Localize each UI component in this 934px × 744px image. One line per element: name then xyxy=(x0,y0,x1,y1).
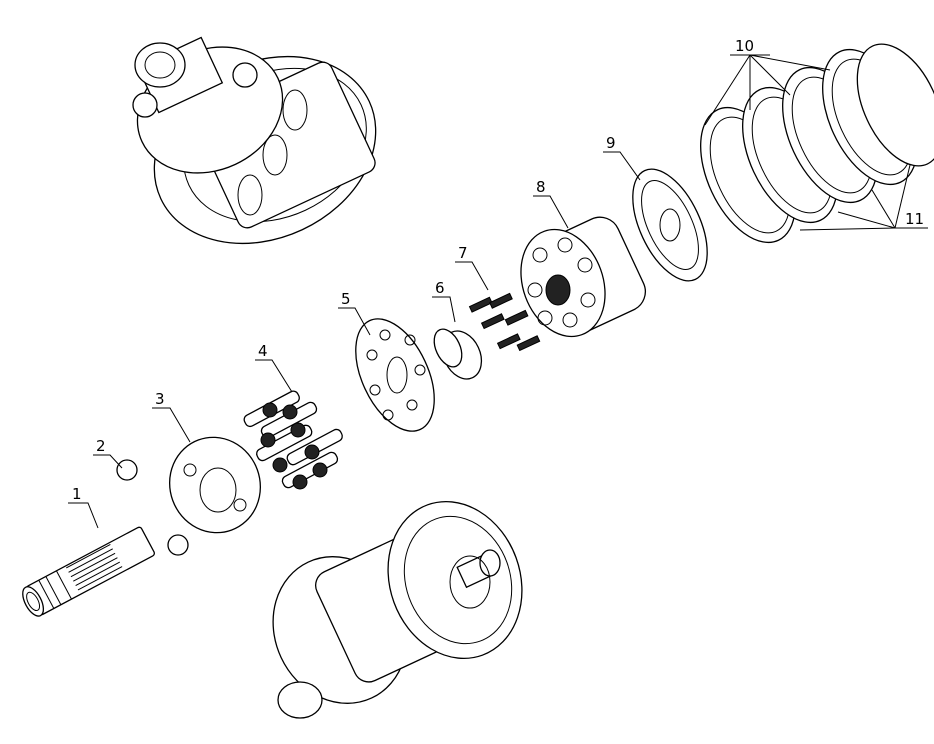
part-2-ball xyxy=(167,534,189,556)
callout-label-7: 7 xyxy=(458,244,468,262)
callout-label-4: 4 xyxy=(258,342,268,360)
parts-10-11-friction-plates xyxy=(700,43,934,244)
assembled-motor-bottom xyxy=(272,500,523,719)
callout-label-3: 3 xyxy=(155,390,165,408)
callout-label-6: 6 xyxy=(435,279,445,297)
part-4-pistons xyxy=(243,390,343,490)
callout-label-8: 8 xyxy=(536,178,546,196)
part-1-shaft xyxy=(22,526,155,617)
callout-label-10: 10 xyxy=(735,37,755,55)
part-3-plate xyxy=(168,436,262,534)
part-5-retainer-plate xyxy=(355,318,435,432)
part-9-valve-plate xyxy=(632,168,708,282)
part-7-springs xyxy=(468,292,541,352)
part-2-ball xyxy=(116,459,138,481)
callout-label-9: 9 xyxy=(606,134,616,152)
part-6-ball-guide xyxy=(433,328,483,380)
callout-label-11: 11 xyxy=(905,210,925,228)
callout-label-1: 1 xyxy=(72,485,82,503)
assembled-motor-top xyxy=(132,36,377,245)
part-8-cylinder-block xyxy=(520,216,646,338)
callout-label-2: 2 xyxy=(96,437,106,455)
callout-label-5: 5 xyxy=(341,290,351,308)
callout-leaders xyxy=(68,54,928,529)
